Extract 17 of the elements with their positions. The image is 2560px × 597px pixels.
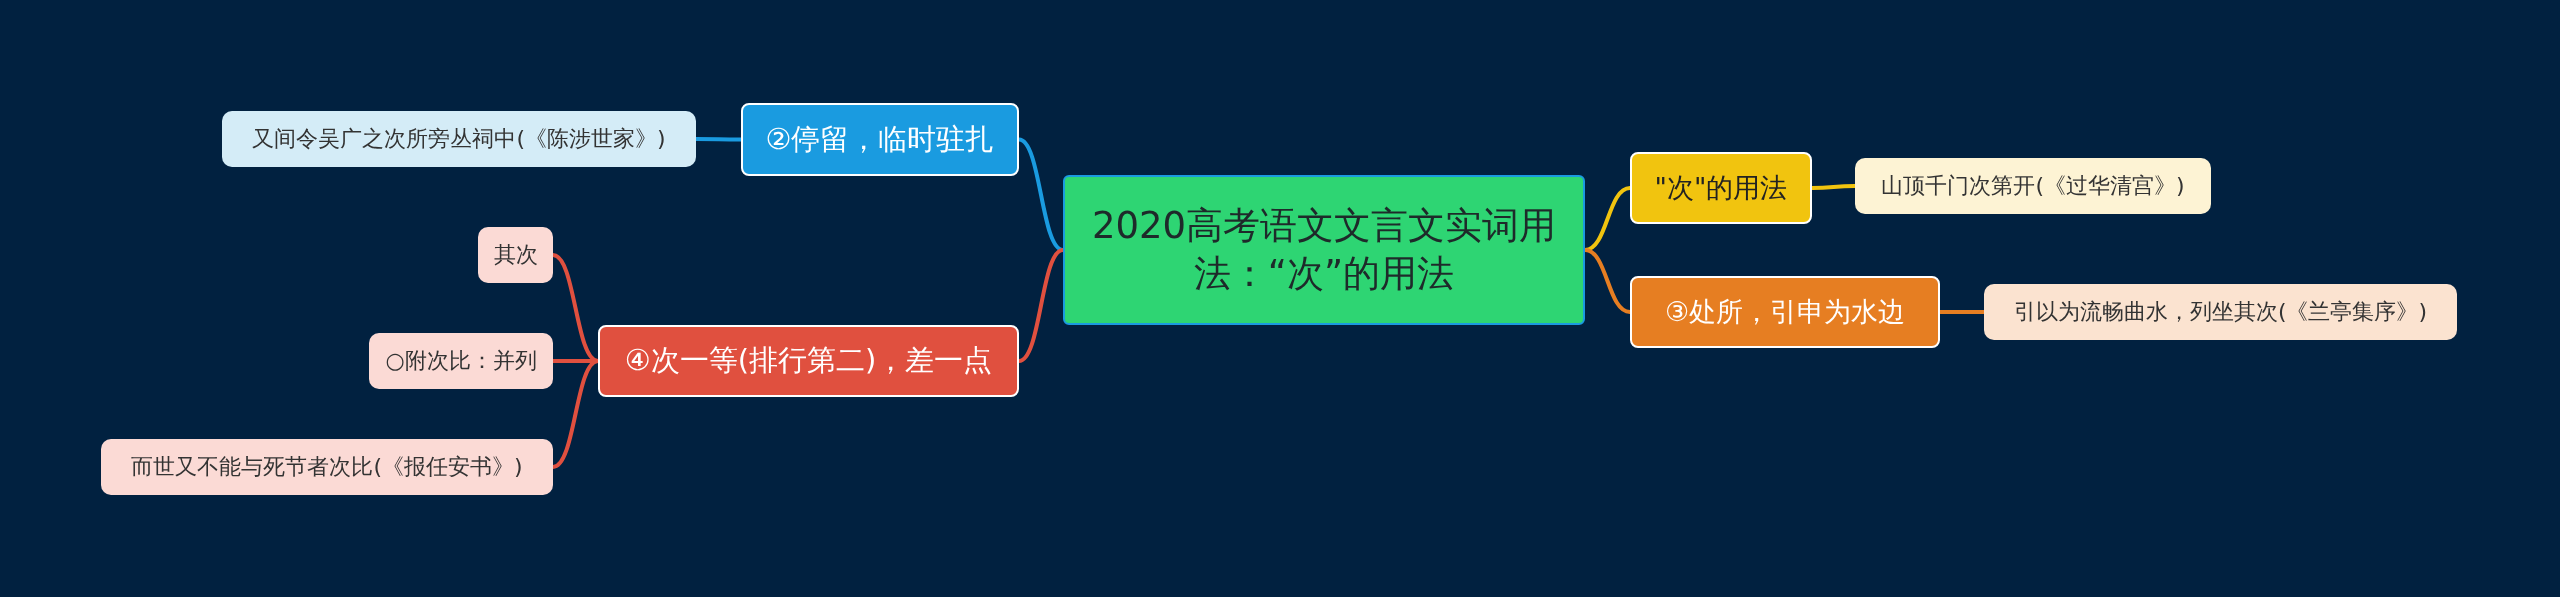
subtopic-box: ○附次比：并列 (369, 333, 553, 389)
connector-line (1812, 184, 1855, 190)
connector-line (1584, 248, 1631, 314)
topic-box: "次"的用法 (1630, 152, 1812, 224)
connector-line (1018, 248, 1064, 363)
connector-line (1940, 310, 1984, 314)
subtopic-box: 山顶千门次第开(《过华清宫》) (1855, 158, 2211, 214)
topic-box: ③处所，引申为水边 (1630, 276, 1940, 348)
connector-line (696, 137, 741, 142)
subtopic-box: 其次 (478, 227, 553, 283)
subtopic-box: 又间令吴广之次所旁丛祠中(《陈涉世家》) (222, 111, 696, 167)
subtopic-box: 而世又不能与死节者次比(《报任安书》) (101, 439, 553, 495)
topic-box: ④次一等(排行第二)，差一点 (598, 325, 1019, 397)
topic-box: ②停留，临时驻扎 (741, 103, 1019, 176)
root-topic-box: 2020高考语文文言文实词用法：“次”的用法 (1063, 175, 1585, 325)
subtopic-box: 引以为流畅曲水，列坐其次(《兰亭集序》) (1984, 284, 2457, 340)
connector-line (1018, 137, 1064, 252)
